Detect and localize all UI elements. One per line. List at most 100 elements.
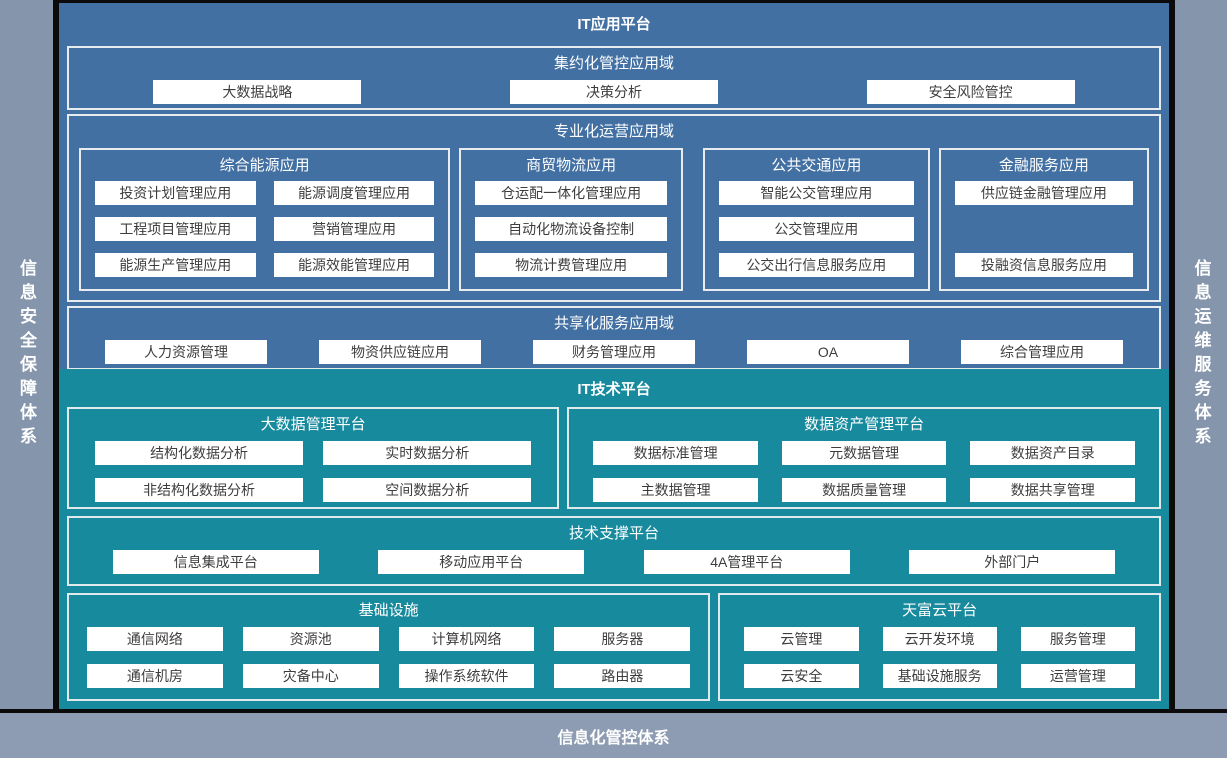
intensive-control-items: 大数据战略 决策分析 安全风险管控: [79, 80, 1149, 104]
specialized-operation-groups: 综合能源应用 投资计划管理应用 能源调度管理应用 工程项目管理应用 营销管理应用…: [79, 148, 1149, 291]
tianfu-cloud-platform: 天富云平台 云管理 云开发环境 服务管理 云安全 基础设施服务 运营管理: [718, 593, 1161, 701]
tech-item-resource-pool: 资源池: [242, 627, 379, 651]
tech-item-server: 服务器: [554, 627, 691, 651]
data-asset-platform-title: 数据资产管理平台: [804, 416, 925, 433]
app-item-oa: OA: [747, 340, 909, 364]
right-divider-line: [1169, 0, 1175, 709]
tech-item-data-quality: 数据质量管理: [781, 478, 947, 502]
tech-item-cloud-security: 云安全: [744, 664, 859, 688]
app-item-energy-dispatch: 能源调度管理应用: [273, 181, 435, 205]
app-item-supply-chain-finance: 供应链金融管理应用: [954, 181, 1133, 205]
app-item-smart-bus: 智能公交管理应用: [718, 181, 914, 205]
app-item-investment-info-service: 投融资信息服务应用: [954, 253, 1133, 277]
app-item-bigdata-strategy: 大数据战略: [153, 80, 362, 104]
tech-item-master-data: 主数据管理: [593, 478, 758, 502]
trade-logistics-group: 商贸物流应用 仓运配一体化管理应用 自动化物流设备控制 物流计费管理应用: [459, 148, 683, 291]
financial-service-group-title: 金融服务应用: [998, 157, 1089, 174]
tech-support-platform-items: 信息集成平台 移动应用平台 4A管理平台 外部门户: [83, 550, 1145, 574]
app-item-hr-management: 人力资源管理: [105, 340, 267, 364]
governance-system-bar: 信息化管控体系: [0, 713, 1227, 758]
specialized-operation-domain-title: 专业化运营应用域: [553, 123, 674, 140]
infrastructure-items: 通信网络 资源池 计算机网络 服务器 通信机房 灾备中心 操作系统软件 路由器: [83, 627, 694, 688]
data-asset-platform-items: 数据标准管理 元数据管理 数据资产目录 主数据管理 数据质量管理 数据共享管理: [583, 441, 1145, 502]
security-system-label: 信息安全保障体系: [17, 258, 36, 451]
app-item-logistics-billing: 物流计费管理应用: [475, 253, 667, 277]
app-item-bus-management: 公交管理应用: [718, 217, 914, 241]
it-technology-platform: IT技术平台 大数据管理平台 结构化数据分析 实时数据分析 非结构化数据分析 空…: [59, 369, 1169, 709]
infrastructure-title: 基础设施: [358, 602, 419, 619]
tech-item-infra-service: 基础设施服务: [882, 664, 997, 688]
tianfu-cloud-title: 天富云平台: [902, 602, 978, 619]
shared-service-domain: 共享化服务应用域 人力资源管理 物资供应链应用 财务管理应用 OA 综合管理应用: [67, 306, 1161, 370]
app-item-automated-logistics: 自动化物流设备控制: [475, 217, 667, 241]
app-item-material-supply-chain: 物资供应链应用: [319, 340, 481, 364]
bigdata-platform-title: 大数据管理平台: [260, 416, 366, 433]
it-application-platform: IT应用平台 集约化管控应用域 大数据战略 决策分析 安全风险管控 专业化运营应…: [59, 3, 1169, 370]
app-item-energy-production: 能源生产管理应用: [95, 253, 256, 277]
intensive-control-domain: 集约化管控应用域 大数据战略 决策分析 安全风险管控: [67, 46, 1161, 110]
left-divider-line: [53, 0, 59, 709]
ops-service-label: 信息运维服务体系: [1191, 258, 1211, 451]
ops-service-sidebar: 信息运维服务体系: [1175, 0, 1227, 709]
tech-row-data: 大数据管理平台 结构化数据分析 实时数据分析 非结构化数据分析 空间数据分析 数…: [67, 407, 1161, 509]
energy-application-group: 综合能源应用 投资计划管理应用 能源调度管理应用 工程项目管理应用 营销管理应用…: [79, 148, 451, 291]
tech-row-infra: 基础设施 通信网络 资源池 计算机网络 服务器 通信机房 灾备中心 操作系统软件…: [67, 593, 1161, 701]
tech-item-spatial-analysis: 空间数据分析: [323, 478, 532, 502]
diagram-content: IT应用平台 集约化管控应用域 大数据战略 决策分析 安全风险管控 专业化运营应…: [59, 0, 1169, 709]
app-item-marketing-management: 营销管理应用: [273, 217, 435, 241]
tech-item-comm-room: 通信机房: [87, 664, 223, 688]
public-transit-group-title: 公共交通应用: [771, 157, 862, 174]
tech-platform-title: IT技术平台: [577, 381, 651, 398]
app-item-finance-management: 财务管理应用: [533, 340, 695, 364]
infrastructure-box: 基础设施 通信网络 资源池 计算机网络 服务器 通信机房 灾备中心 操作系统软件…: [67, 593, 711, 701]
energy-group-title: 综合能源应用: [219, 157, 310, 174]
governance-system-label: 信息化管控体系: [557, 729, 670, 747]
intensive-control-domain-title: 集约化管控应用域: [553, 55, 674, 72]
tech-item-router: 路由器: [554, 664, 691, 688]
tech-item-service-management: 服务管理: [1020, 627, 1135, 651]
tech-item-disaster-recovery: 灾备中心: [242, 664, 379, 688]
tech-item-unstructured-analysis: 非结构化数据分析: [95, 478, 304, 502]
tech-item-integration-platform: 信息集成平台: [112, 550, 319, 574]
tech-item-mobile-platform: 移动应用平台: [378, 550, 585, 574]
public-transit-items: 智能公交管理应用 公交管理应用 公交出行信息服务应用: [718, 181, 914, 277]
tech-item-os-software: 操作系统软件: [398, 664, 535, 688]
tech-item-comm-network: 通信网络: [87, 627, 223, 651]
energy-group-items: 投资计划管理应用 能源调度管理应用 工程项目管理应用 营销管理应用 能源生产管理…: [95, 181, 435, 277]
specialized-operation-domain: 专业化运营应用域 综合能源应用 投资计划管理应用 能源调度管理应用 工程项目管理…: [67, 114, 1161, 302]
financial-service-group: 金融服务应用 供应链金融管理应用 投融资信息服务应用: [938, 148, 1149, 291]
bigdata-platform-items: 结构化数据分析 实时数据分析 非结构化数据分析 空间数据分析: [83, 441, 543, 502]
tech-item-data-standard: 数据标准管理: [593, 441, 758, 465]
tech-item-data-sharing: 数据共享管理: [970, 478, 1135, 502]
app-item-transit-info-service: 公交出行信息服务应用: [718, 253, 914, 277]
tech-item-cloud-management: 云管理: [744, 627, 859, 651]
tech-item-4a-platform: 4A管理平台: [643, 550, 850, 574]
tech-item-operation-management: 运营管理: [1020, 664, 1135, 688]
tech-item-realtime-analysis: 实时数据分析: [323, 441, 532, 465]
app-platform-title: IT应用平台: [577, 16, 651, 33]
app-item-decision-analysis: 决策分析: [509, 80, 718, 104]
data-asset-management-platform: 数据资产管理平台 数据标准管理 元数据管理 数据资产目录 主数据管理 数据质量管…: [567, 407, 1161, 509]
public-transit-group: 公共交通应用 智能公交管理应用 公交管理应用 公交出行信息服务应用: [702, 148, 930, 291]
app-item-energy-efficiency: 能源效能管理应用: [273, 253, 435, 277]
tech-item-data-asset-catalog: 数据资产目录: [970, 441, 1135, 465]
tech-support-platform: 技术支撑平台 信息集成平台 移动应用平台 4A管理平台 外部门户: [67, 516, 1161, 586]
tech-item-external-portal: 外部门户: [909, 550, 1116, 574]
tianfu-cloud-items: 云管理 云开发环境 服务管理 云安全 基础设施服务 运营管理: [734, 627, 1145, 688]
tech-item-cloud-dev-env: 云开发环境: [882, 627, 997, 651]
main-row: 信息安全保障体系 IT应用平台 集约化管控应用域 大数据战略 决策分析 安全风险…: [0, 0, 1227, 709]
financial-service-items: 供应链金融管理应用 投融资信息服务应用: [954, 181, 1133, 277]
tech-support-platform-title: 技术支撑平台: [568, 525, 659, 542]
app-item-general-management: 综合管理应用: [961, 340, 1123, 364]
shared-service-domain-title: 共享化服务应用域: [553, 315, 674, 332]
app-item-security-risk-control: 安全风险管控: [866, 80, 1075, 104]
shared-service-items: 人力资源管理 物资供应链应用 财务管理应用 OA 综合管理应用: [79, 340, 1149, 364]
bigdata-management-platform: 大数据管理平台 结构化数据分析 实时数据分析 非结构化数据分析 空间数据分析: [67, 407, 560, 509]
app-item-warehouse-integration: 仓运配一体化管理应用: [475, 181, 667, 205]
app-item-investment-plan: 投资计划管理应用: [95, 181, 256, 205]
tech-item-structured-analysis: 结构化数据分析: [95, 441, 304, 465]
security-system-sidebar: 信息安全保障体系: [0, 0, 53, 709]
tech-item-computer-network: 计算机网络: [398, 627, 535, 651]
trade-logistics-items: 仓运配一体化管理应用 自动化物流设备控制 物流计费管理应用: [475, 181, 667, 277]
